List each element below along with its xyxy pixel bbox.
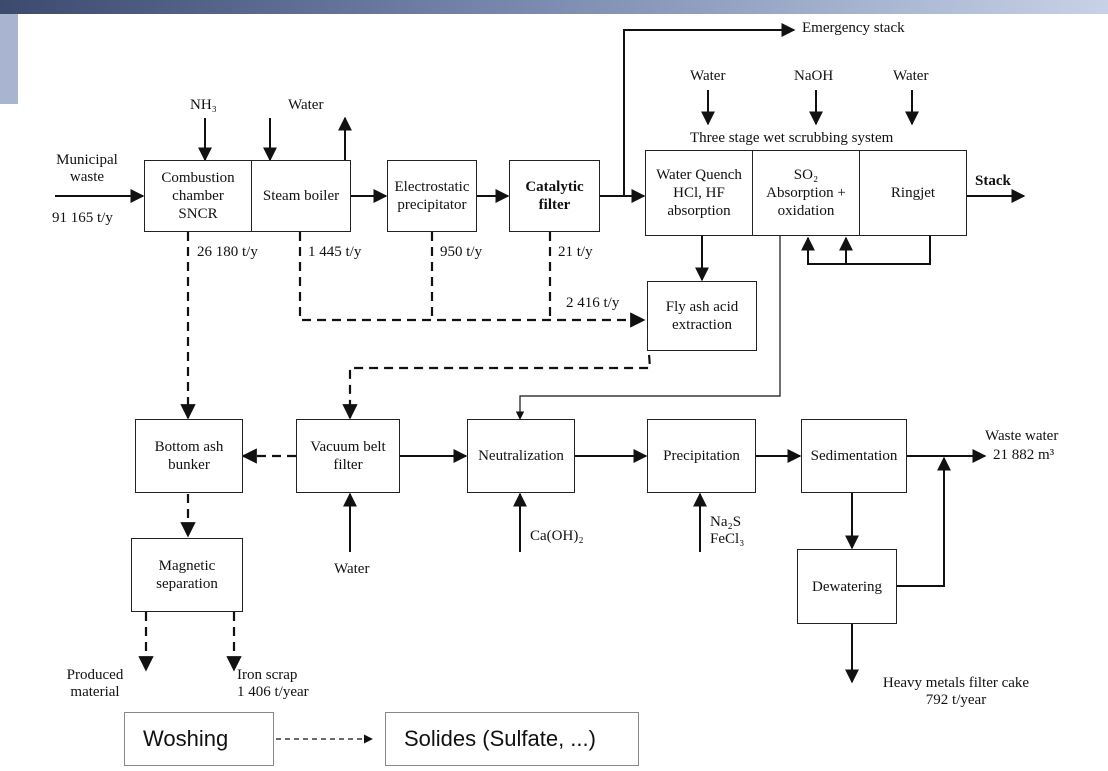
label-nh3: NH₃: [190, 97, 217, 113]
label-waste-amount: 91 165 t/y: [52, 210, 113, 226]
label-flow-26180: 26 180 t/y: [197, 244, 258, 260]
box-woshing: Woshing: [124, 712, 274, 766]
arrow-recirc-a: [801, 236, 931, 265]
header-strip: [0, 0, 1108, 14]
arrow-dewater-return: [897, 456, 951, 587]
box-magnetic-separation: Magnetic separation: [131, 538, 243, 612]
box-fly-ash-extraction: Fly ash acid extraction: [647, 281, 757, 351]
label-waste-water: Waste water: [985, 428, 1059, 444]
label-flow-1445: 1 445 t/y: [308, 244, 362, 260]
label-water-boiler: Water: [288, 97, 324, 113]
label-iron-scrap: Iron scrap 1 406 t/year: [237, 667, 309, 700]
box-ringjet: Ringjet: [859, 150, 967, 236]
box-so2-absorption: SO₂ Absorption + oxidation: [752, 150, 860, 236]
box-precipitation: Precipitation: [647, 419, 756, 493]
box-solides: Solides (Sulfate, ...): [385, 712, 639, 766]
box-steam-boiler: Steam boiler: [251, 160, 351, 232]
label-waste-water-amount: 21 882 m³: [993, 447, 1055, 463]
box-sedimentation: Sedimentation: [801, 419, 907, 493]
arrow-so2-neutralization: [515, 236, 781, 420]
arrow-flyash-vacuum: [342, 339, 652, 420]
box-electrostatic-precipitator: Electrostatic precipitator: [387, 160, 477, 232]
label-naoh: NaOH: [794, 68, 834, 84]
slide-accent-bar: [0, 14, 18, 104]
box-bottom-ash-bunker: Bottom ash bunker: [135, 419, 243, 493]
label-three-stage: Three stage wet scrubbing system: [690, 130, 894, 146]
box-water-quench: Water Quench HCl, HF absorption: [645, 150, 753, 236]
label-caoh2: Ca(OH)₂: [530, 528, 584, 544]
label-water-scrub-2: Water: [893, 68, 929, 84]
arrow-emergency: [623, 23, 796, 196]
label-produced-material: Produced material: [66, 667, 124, 700]
label-flow-21: 21 t/y: [558, 244, 593, 260]
box-neutralization: Neutralization: [467, 419, 575, 493]
label-emergency-stack: Emergency stack: [802, 20, 905, 36]
box-dewatering: Dewatering: [797, 549, 897, 624]
label-na2s-fecl3: Na₂S FeCl₃: [710, 514, 745, 547]
label-water-scrub-1: Water: [690, 68, 726, 84]
arrow-ash-collection: [298, 232, 646, 328]
box-vacuum-belt-filter: Vacuum belt filter: [296, 419, 400, 493]
label-municipal-waste: Municipal waste: [56, 152, 118, 185]
box-catalytic-filter: Catalytic filter: [509, 160, 600, 232]
label-flow-950: 950 t/y: [440, 244, 483, 260]
label-water-vacuum: Water: [334, 561, 370, 577]
box-combustion-chamber: Combustion chamber SNCR: [144, 160, 252, 232]
label-stack: Stack: [975, 173, 1011, 189]
label-flow-2416: 2 416 t/y: [566, 295, 620, 311]
label-heavy-metals: Heavy metals filter cake 792 t/year: [882, 675, 1030, 708]
